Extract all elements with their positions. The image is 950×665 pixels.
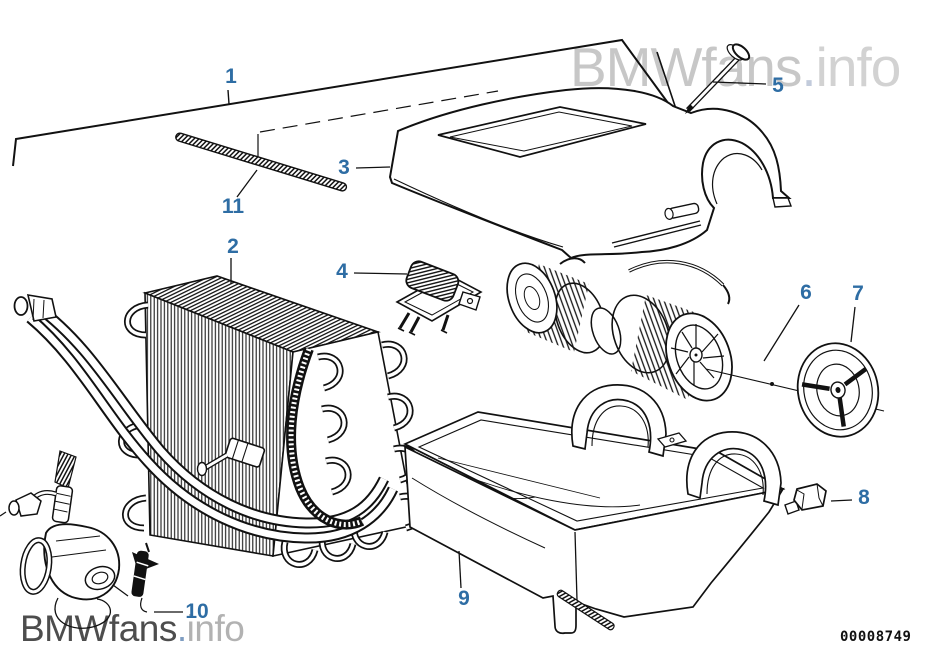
screw-drawing <box>685 43 751 114</box>
diagram-code: 00008749 <box>840 629 912 645</box>
retaining-clip-drawing <box>784 483 827 515</box>
watermark-tld: info <box>815 36 902 98</box>
expansion-valve-drawing <box>0 450 129 629</box>
watermark-top-right: BMWfans.info <box>570 40 901 95</box>
callout-10: 10 <box>185 600 209 623</box>
evaporator-drawing <box>121 275 422 572</box>
watermark-brand: BMWfans <box>570 36 802 98</box>
callout-leader-lines <box>154 81 856 613</box>
round-cover-drawing <box>796 342 880 438</box>
refrigerant-pipes-drawing <box>13 294 398 544</box>
callout-3: 3 <box>338 156 350 179</box>
temperature-sensor-drawing <box>131 542 150 613</box>
callout-8: 8 <box>858 486 870 509</box>
callout-1: 1 <box>225 65 237 88</box>
callout-4: 4 <box>336 260 348 283</box>
callout-7: 7 <box>852 282 864 305</box>
callout-9: 9 <box>458 587 470 610</box>
sealing-strip-drawing <box>175 132 348 192</box>
watermark-dot: . <box>176 608 187 649</box>
callout-5: 5 <box>772 74 784 97</box>
watermark-dot: . <box>801 36 816 98</box>
blower-motor-drawing <box>506 257 733 402</box>
watermark-tld: info <box>186 608 245 649</box>
callout-6: 6 <box>800 281 812 304</box>
callout-11: 11 <box>221 195 245 218</box>
blower-resistor-drawing <box>395 260 483 336</box>
heater-cover-drawing <box>388 87 792 260</box>
lower-housing-drawing <box>403 384 786 635</box>
watermark-bottom-left: BMWfans.info <box>20 608 245 649</box>
callout-2: 2 <box>227 235 239 258</box>
watermark-brand: BMWfans <box>20 608 177 649</box>
